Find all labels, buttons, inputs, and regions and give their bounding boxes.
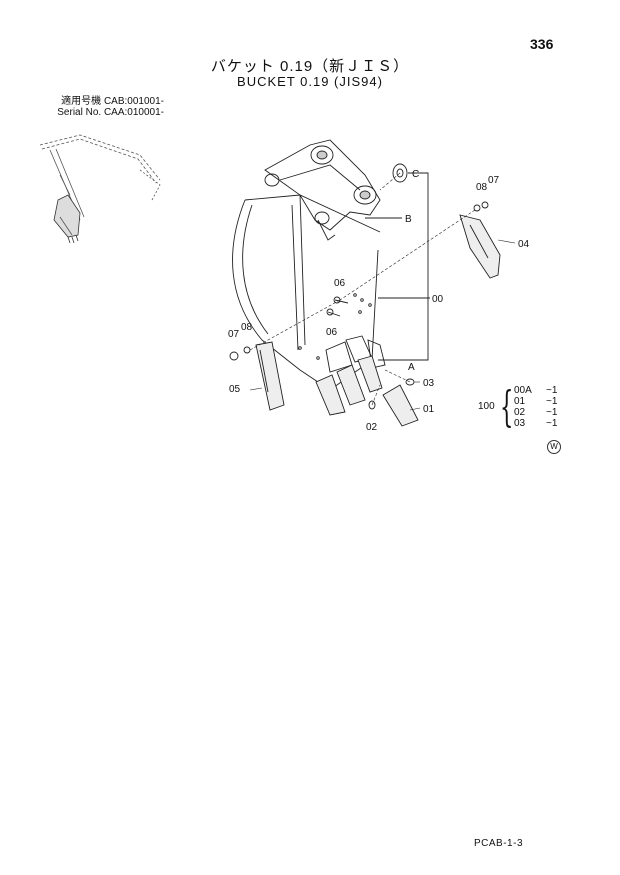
legend-row: 00A ~1 (514, 385, 557, 396)
bucket-bracket (264, 139, 381, 231)
callout-02: 02 (366, 422, 378, 433)
legend-code: 01 (514, 396, 526, 407)
serial-line-2: Serial No. CAA:010001- (57, 107, 164, 118)
page-number: 336 (530, 36, 554, 52)
page-title-japanese: バケット 0.19（新ＪＩＳ） (210, 58, 410, 75)
legend-qty: ~1 (546, 418, 558, 429)
serial-number-block: 適用号機 CAB:001001- Serial No. CAA:010001- (14, 96, 164, 118)
callout-01: 01 (423, 404, 435, 415)
callout-06-upper: 06 (334, 278, 346, 289)
legend-row: 02 ~1 (514, 407, 557, 418)
legend-total-label: 100 (478, 401, 495, 412)
callout-b: B (405, 214, 412, 225)
legend-code: 02 (514, 407, 526, 418)
callout-04: 04 (518, 239, 530, 250)
callout-05: 05 (229, 384, 241, 395)
callout-07-left: 07 (228, 329, 240, 340)
legend-brace: { (500, 382, 514, 431)
excavator-arm-thumbnail (39, 134, 161, 244)
circled-w-mark: W (547, 440, 561, 454)
legend-code: 00A (514, 385, 532, 396)
bucket-shell-outline (232, 199, 379, 391)
callout-c: C (412, 169, 419, 180)
legend-qty: ~1 (546, 385, 558, 396)
callout-00: 00 (432, 294, 444, 305)
legend-row: 03 ~1 (514, 418, 557, 429)
callout-07-right: 07 (488, 175, 500, 186)
legend-qty: ~1 (546, 396, 558, 407)
legend-qty: ~1 (546, 407, 558, 418)
callout-08-right: 08 (476, 182, 488, 193)
page-title-english: BUCKET 0.19 (JIS94) (237, 74, 383, 89)
callout-a: A (408, 362, 415, 373)
legend-row: 01 ~1 (514, 396, 557, 407)
callout-03: 03 (423, 378, 435, 389)
callout-08-left: 08 (241, 322, 253, 333)
legend-code: 03 (514, 418, 526, 429)
serial-line-1: 適用号機 CAB:001001- (61, 96, 164, 107)
callout-06-lower: 06 (326, 327, 338, 338)
page-footer-code: PCAB-1-3 (474, 838, 524, 849)
